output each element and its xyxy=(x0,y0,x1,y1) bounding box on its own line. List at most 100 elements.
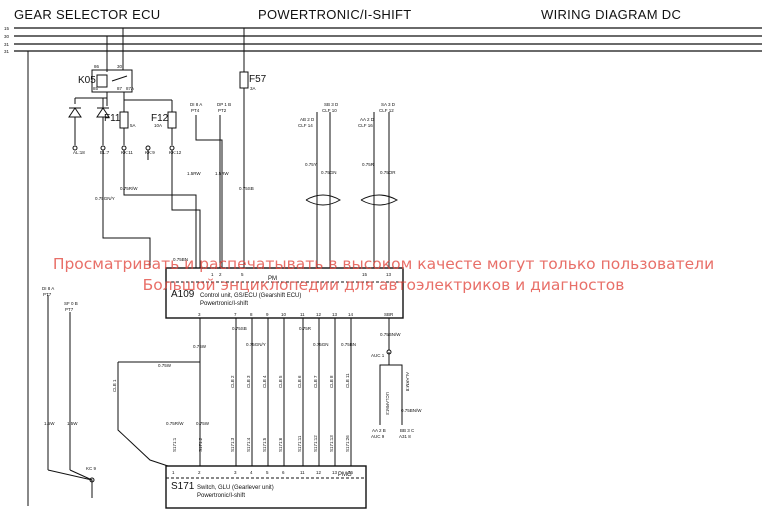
wire-label-20: 0.75SB xyxy=(232,326,247,331)
conn-top-4-ref: CLF 12 xyxy=(379,108,394,113)
wire-label-6: 0.75Y xyxy=(305,162,317,167)
conn-top-5-ref: CLF 14 xyxy=(298,123,313,128)
glu-box xyxy=(165,465,367,509)
ecu-pin-bottom-5: 10 xyxy=(281,312,287,317)
cale-label-1: UCLARM:3 xyxy=(385,392,390,415)
wire-label-17: 0.75GN/Y xyxy=(246,342,266,347)
wire-label-10: 0.75BN xyxy=(173,257,188,262)
wire-label-11: 0.75W xyxy=(193,344,207,349)
conn-left-1-id: DI 8 A xyxy=(42,286,54,291)
clb-label-4: CLB 4 xyxy=(262,375,267,388)
bus-label-4: 31 xyxy=(4,49,10,54)
relay-pin-87a: 87A xyxy=(126,86,134,91)
ecu-pin-top-5: 13 xyxy=(386,272,392,277)
wire-label-4: 1.5RW xyxy=(215,171,229,176)
clb-label-8: CLB 8 xyxy=(329,375,334,388)
ecu-pin-bottom-7: 12 xyxy=(316,312,322,317)
splice-7: KC 9 xyxy=(86,466,97,471)
clb-label-3: CLB 3 xyxy=(246,375,251,388)
wire-label-3: 1.5RW xyxy=(187,171,201,176)
s171-label-1: S171:1 xyxy=(172,437,177,452)
ecu-pin-bottom-9: 14 xyxy=(348,312,354,317)
conn-top-3-ref: CLF 10 xyxy=(322,108,337,113)
s171-label-6: S171:6 xyxy=(278,437,283,452)
bus-label-3: 31 xyxy=(4,42,10,47)
conn-top-1-ref: PT4 xyxy=(191,108,200,113)
glu-pin-7: 11 xyxy=(300,470,305,475)
header-right-title: WIRING DIAGRAM DC xyxy=(541,7,682,22)
glu-pin-9: 13 xyxy=(332,470,338,475)
bus-label-2: 30 xyxy=(4,34,10,39)
wire-label-1: 0.75GN/Y xyxy=(95,196,115,201)
header-center-title: POWERTRONIC/I-SHIFT xyxy=(258,7,412,22)
twisted-pair-right xyxy=(360,194,399,206)
s171-label-8: S171:12 xyxy=(313,435,318,452)
wire-label-14: 0.75R/W xyxy=(166,421,184,426)
wire-label-15: 1.5W xyxy=(44,421,55,426)
ecu-pin-top-4: 15 xyxy=(362,272,368,277)
glu-pin-10: 26 xyxy=(348,470,354,475)
clb-label-2: CLB 2 xyxy=(230,375,235,388)
cale-label-2: ALARM:8 xyxy=(405,372,410,392)
clb-label-1: CLB 1 xyxy=(112,379,117,392)
conn-right-2-id: BB 3 C xyxy=(400,428,415,433)
splice-2: EL:7 xyxy=(100,150,110,155)
splice-5: KK:12 xyxy=(169,150,182,155)
conn-right-1-ref: AUC 9 xyxy=(371,434,385,439)
conn-left-2-id: SF 0 B xyxy=(64,301,78,306)
glu-pin-5: 5 xyxy=(266,470,269,475)
ecu-line2: Powertronic/I-shift xyxy=(200,301,248,307)
s171-label-5: S171:5 xyxy=(262,437,267,452)
header-left-title: GEAR SELECTOR ECU xyxy=(14,7,161,22)
relay-coil xyxy=(96,74,108,88)
relay-pin-85: 85 xyxy=(93,86,99,91)
conn-left-1-ref: PT7 xyxy=(43,292,52,297)
conn-top-3-id: SB 3 D xyxy=(324,102,339,107)
watermark-line-1: Просматривать и распечатывать в высоком … xyxy=(52,255,715,273)
wire-label-18: 0.75GN xyxy=(313,342,329,347)
conn-right-2-ref: A31 8 xyxy=(399,434,411,439)
conn-top-1-id: DI 8 A xyxy=(190,102,202,107)
fuse-f57 xyxy=(239,71,249,89)
splice-4: KK:9 xyxy=(145,150,155,155)
glu-pin-1: 1 xyxy=(172,470,175,475)
glu-connector: PMG xyxy=(338,472,352,478)
conn-top-5-id: AB 2 D xyxy=(300,117,315,122)
s171-label-9: S171:13 xyxy=(329,435,334,452)
s171-label-2: S171:2 xyxy=(198,437,203,452)
relay-contact xyxy=(111,75,128,82)
wire-label-23: 0.75BN/W xyxy=(401,408,422,413)
watermark-line-2: Большой энциклопедии для автоэлектриков … xyxy=(142,276,625,294)
wire-label-21: 0.75R xyxy=(299,326,312,331)
fuse-f12-rating: 10A xyxy=(154,123,162,128)
wire-label-2: 0.75R/W xyxy=(120,186,138,191)
conn-left-2-ref: PT7 xyxy=(65,307,74,312)
glu-id: S171 xyxy=(171,481,195,492)
glu-pin-2: 2 xyxy=(198,470,201,475)
conn-top-2-id: DP 1 B xyxy=(217,102,231,107)
s171-label-4: S171:4 xyxy=(246,437,251,452)
clb-label-5: CLB 5 xyxy=(278,375,283,388)
ecu-pin-top-2: 2 xyxy=(219,272,222,277)
fuse-f12 xyxy=(167,111,177,129)
ecu-pin-bottom-10: SBR xyxy=(384,312,394,317)
ecu-pin-bottom-4: 9 xyxy=(266,312,269,317)
wire-label-19: 0.75BN xyxy=(341,342,356,347)
relay-pin-87: 87 xyxy=(117,86,123,91)
wire-label-12: 0.75W xyxy=(158,363,172,368)
clb-label-7: CLB 7 xyxy=(313,375,318,388)
twisted-pair-left xyxy=(305,194,341,206)
fuse-f57-rating: 3A xyxy=(250,86,256,91)
splice-1: AL:18 xyxy=(73,150,85,155)
relay-k05-box xyxy=(91,69,133,93)
glu-pin-6: 6 xyxy=(282,470,285,475)
diode1 xyxy=(68,107,82,118)
fuse-f11-rating: 5A xyxy=(130,123,136,128)
fuse-f11 xyxy=(119,111,129,129)
s171-label-7: S171:11 xyxy=(297,435,302,452)
ecu-line1: Control unit, GS/ECU (Gearshift ECU) xyxy=(200,293,301,299)
glu-pin-8: 12 xyxy=(316,470,322,475)
ecu-pin-bottom-2: 7 xyxy=(234,312,237,317)
